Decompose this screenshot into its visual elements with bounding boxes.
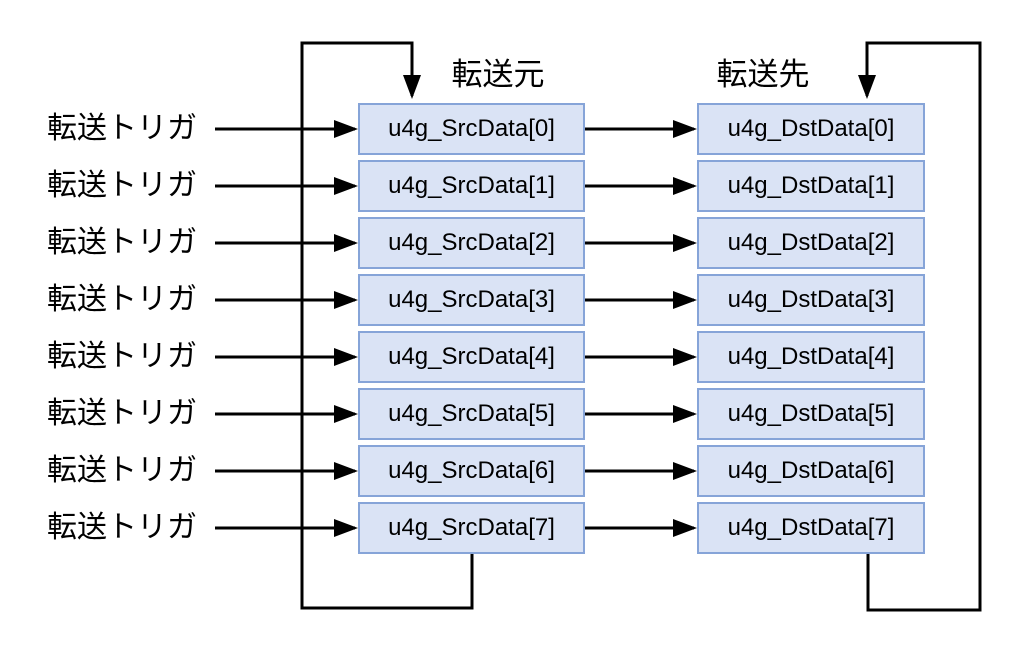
dst-loop-wire [858,41,982,612]
transfer-rows: 転送トリガ u4g_SrcData[0] u4g_DstData[0] 転送トリ… [0,103,1024,554]
transfer-row-6: 転送トリガ u4g_SrcData[6] u4g_DstData[6] [0,445,1024,497]
src-cell-2: u4g_SrcData[2] [358,217,585,269]
transfer-row-4: 転送トリガ u4g_SrcData[4] u4g_DstData[4] [0,331,1024,383]
trigger-label-2: 転送トリガ [47,226,197,259]
trigger-label-7: 転送トリガ [47,511,197,544]
src-cell-0: u4g_SrcData[0] [358,103,585,155]
dst-cell-1: u4g_DstData[1] [697,160,925,212]
src-cell-1: u4g_SrcData[1] [358,160,585,212]
dst-cell-0: u4g_DstData[0] [697,103,925,155]
trigger-label-6: 転送トリガ [47,454,197,487]
trigger-label-3: 転送トリガ [47,283,197,316]
trigger-label-5: 転送トリガ [47,397,197,430]
trigger-label-0: 転送トリガ [47,112,197,145]
src-cell-7: u4g_SrcData[7] [358,502,585,554]
transfer-row-3: 転送トリガ u4g_SrcData[3] u4g_DstData[3] [0,274,1024,326]
transfer-row-5: 転送トリガ u4g_SrcData[5] u4g_DstData[5] [0,388,1024,440]
src-cell-3: u4g_SrcData[3] [358,274,585,326]
dst-cell-3: u4g_DstData[3] [697,274,925,326]
transfer-row-0: 転送トリガ u4g_SrcData[0] u4g_DstData[0] [0,103,1024,155]
src-cell-5: u4g_SrcData[5] [358,388,585,440]
transfer-row-2: 転送トリガ u4g_SrcData[2] u4g_DstData[2] [0,217,1024,269]
dst-cell-6: u4g_DstData[6] [697,445,925,497]
dst-cell-7: u4g_DstData[7] [697,502,925,554]
trigger-label-4: 転送トリガ [47,340,197,373]
source-column-header: 転送元 [451,57,545,92]
dst-cell-2: u4g_DstData[2] [697,217,925,269]
src-cell-4: u4g_SrcData[4] [358,331,585,383]
dst-cell-5: u4g_DstData[5] [697,388,925,440]
src-cell-6: u4g_SrcData[6] [358,445,585,497]
destination-column-header: 転送先 [716,57,810,92]
trigger-label-1: 転送トリガ [47,169,197,202]
src-loop-wire [300,41,474,610]
transfer-row-7: 転送トリガ u4g_SrcData[7] u4g_DstData[7] [0,502,1024,554]
transfer-row-1: 転送トリガ u4g_SrcData[1] u4g_DstData[1] [0,160,1024,212]
dst-cell-4: u4g_DstData[4] [697,331,925,383]
